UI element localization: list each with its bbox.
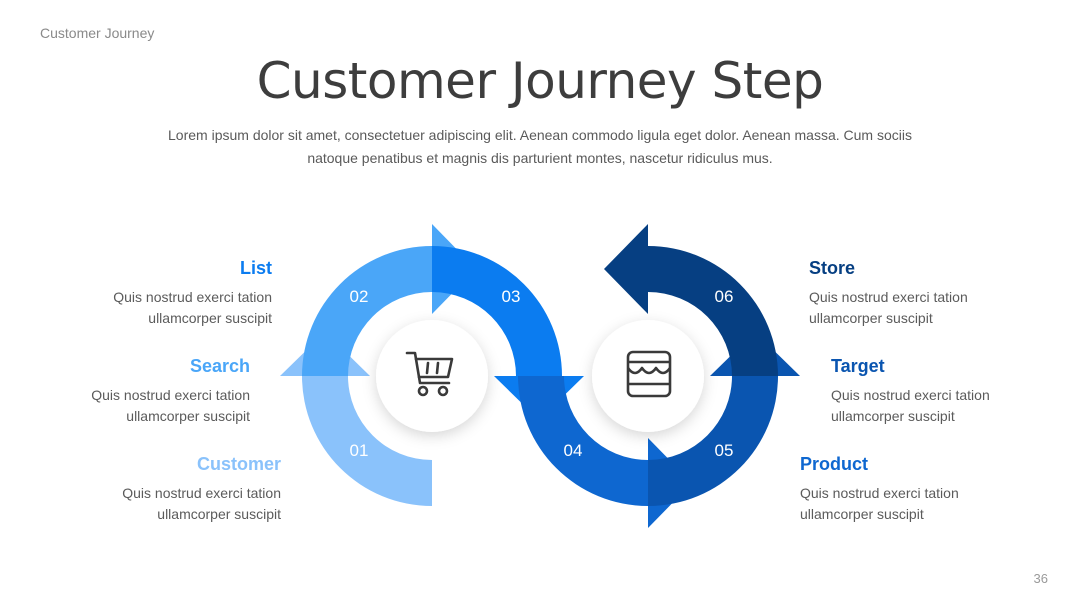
step-desc-line-1: Quis nostrud exerci tation <box>122 485 281 501</box>
segment-03-band <box>432 246 562 376</box>
step-title: Customer <box>196 454 281 474</box>
step-desc-line-1: Quis nostrud exerci tation <box>831 387 990 403</box>
step-title: Search <box>189 356 250 376</box>
page-subtitle: Lorem ipsum dolor sit amet, consectetuer… <box>168 127 912 166</box>
step-number-02: 02 <box>350 287 369 306</box>
step-title: Product <box>800 454 869 474</box>
page-title: Customer Journey Step <box>256 52 824 110</box>
right-center-circle <box>592 320 704 432</box>
step-title: List <box>239 258 272 278</box>
step-desc-line-1: Quis nostrud exerci tation <box>800 485 959 501</box>
step-text-list: List Quis nostrud exerci tation ullamcor… <box>32 258 272 329</box>
step-title: Store <box>809 258 856 278</box>
step-number-06: 06 <box>715 287 734 306</box>
step-desc-line-1: Quis nostrud exerci tation <box>91 387 250 403</box>
step-desc-line-2: ullamcorper suscipit <box>148 310 272 326</box>
step-desc-line-1: Quis nostrud exerci tation <box>809 289 968 305</box>
page-number: 36 <box>1033 571 1048 586</box>
shopping-cart-icon <box>405 351 454 397</box>
header-label: Customer Journey <box>40 25 155 41</box>
segment-04-band <box>518 376 648 506</box>
segment-02-band <box>302 246 432 376</box>
step-text-store: Store Quis nostrud exerci tation ullamco… <box>809 258 1049 329</box>
segment-06-arrowhead <box>604 224 648 314</box>
step-text-product: Product Quis nostrud exerci tation ullam… <box>800 454 1040 525</box>
step-desc-line-2: ullamcorper suscipit <box>157 506 281 522</box>
segment-05-band <box>648 376 778 506</box>
ring-segment-06 <box>604 224 778 376</box>
segment-06-band <box>648 246 778 376</box>
step-desc-line-2: ullamcorper suscipit <box>809 310 933 326</box>
step-number-01: 01 <box>350 441 369 460</box>
step-title: Target <box>831 356 885 376</box>
step-desc-line-2: ullamcorper suscipit <box>800 506 924 522</box>
step-text-search: Search Quis nostrud exerci tation ullamc… <box>10 356 250 427</box>
step-text-customer: Customer Quis nostrud exerci tation ulla… <box>41 454 281 525</box>
step-number-03: 03 <box>502 287 521 306</box>
store-icon <box>626 350 672 398</box>
step-desc-line-2: ullamcorper suscipit <box>831 408 955 424</box>
segment-01-band <box>302 376 432 506</box>
step-number-04: 04 <box>564 441 583 460</box>
step-number-05: 05 <box>715 441 734 460</box>
step-text-target: Target Quis nostrud exerci tation ullamc… <box>831 356 1071 427</box>
step-desc-line-1: Quis nostrud exerci tation <box>113 289 272 305</box>
step-desc-line-2: ullamcorper suscipit <box>126 408 250 424</box>
